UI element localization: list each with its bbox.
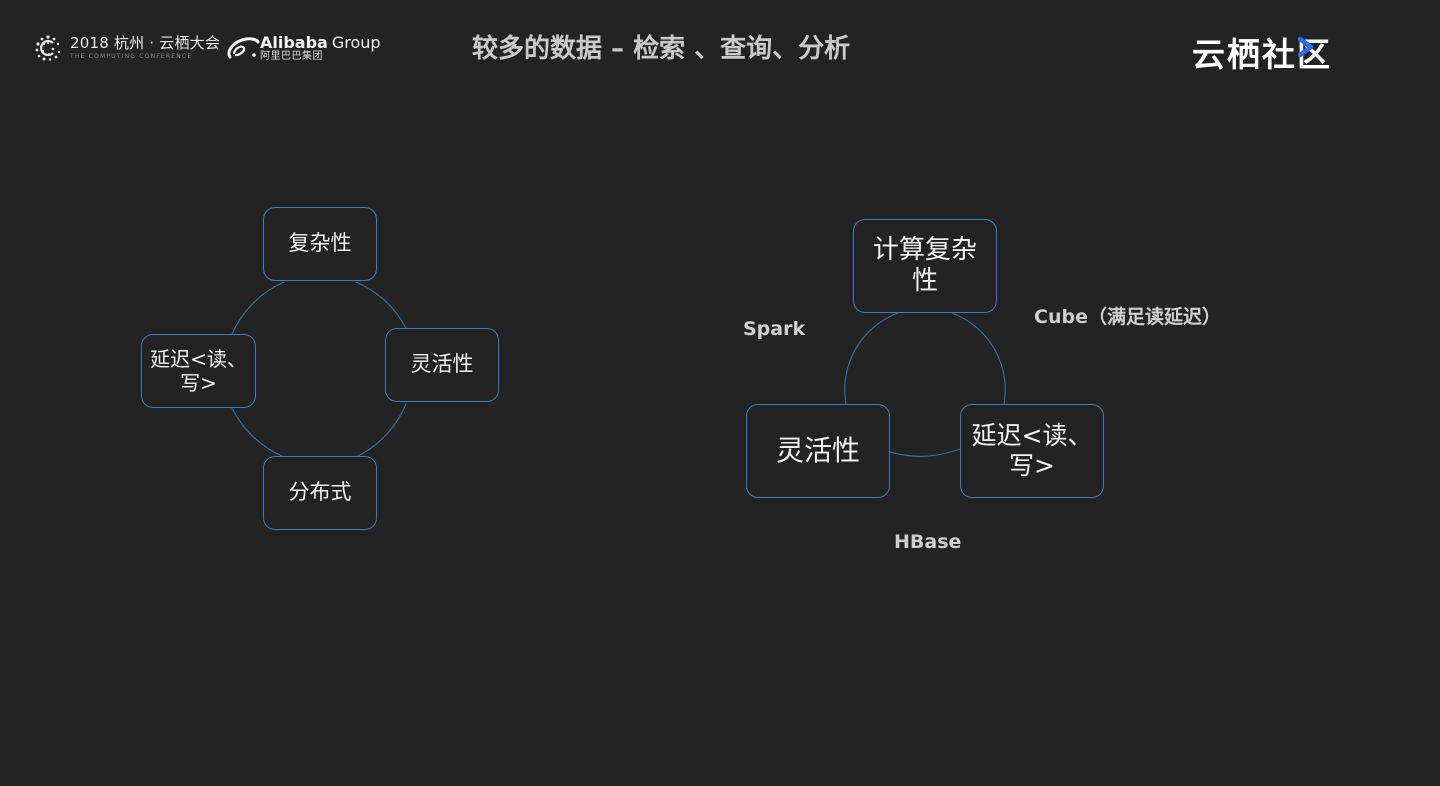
- alibaba-swoosh-icon: [227, 37, 260, 59]
- left-node-latency: 延迟<读、写>: [141, 334, 256, 408]
- left-node-distributed: 分布式: [263, 456, 377, 530]
- left-arc-left-top: [231, 281, 285, 335]
- right-arc-bottom: [889, 448, 961, 457]
- conference-name: 2018 杭州 · 云栖大会: [70, 34, 221, 52]
- right-node-latency: 延迟<读、写>: [960, 404, 1104, 498]
- label-hbase: HBase: [894, 531, 962, 553]
- right-node-flexibility: 灵活性: [746, 404, 890, 498]
- conference-subtitle: THE COMPUTING CONFERENCE: [70, 53, 193, 60]
- conference-mark-icon: [35, 35, 61, 61]
- left-arc-top-right: [355, 281, 407, 329]
- right-arc-top-left: [844, 312, 899, 405]
- left-arc-bottom-left: [231, 407, 285, 458]
- right-arc-top-right: [951, 312, 1006, 405]
- yunqi-community-logo: 云栖社区: [1192, 28, 1332, 76]
- alibaba-group-word: Group: [331, 32, 381, 52]
- page-title: 较多的数据 – 检索 、查询、分析: [472, 34, 851, 64]
- conference-logo: 2018 杭州 · 云栖大会 THE COMPUTING CONFERENCE: [34, 32, 220, 64]
- label-cube: Cube（满足读延迟）: [1034, 306, 1221, 328]
- left-arc-right-bottom: [355, 403, 407, 458]
- label-spark: Spark: [743, 318, 806, 340]
- left-node-flexibility: 灵活性: [385, 328, 499, 402]
- left-node-complexity: 复杂性: [263, 207, 377, 281]
- left-node-latency-label: 延迟<读、写>: [150, 347, 247, 395]
- right-node-latency-label: 延迟<读、写>: [971, 421, 1093, 480]
- right-node-compute-complexity-label: 计算复杂性: [872, 234, 977, 296]
- left-node-flexibility-label: 灵活性: [410, 352, 474, 377]
- right-node-flexibility-label: 灵活性: [775, 434, 860, 468]
- left-node-distributed-label: 分布式: [288, 480, 352, 505]
- right-node-compute-complexity: 计算复杂性: [853, 219, 997, 313]
- left-node-complexity-label: 复杂性: [288, 231, 352, 256]
- alibaba-chinese-name: 阿里巴巴集团: [260, 50, 323, 62]
- alibaba-brand-name: Alibaba: [260, 32, 328, 52]
- yunqi-x-mark-icon: [1297, 36, 1314, 58]
